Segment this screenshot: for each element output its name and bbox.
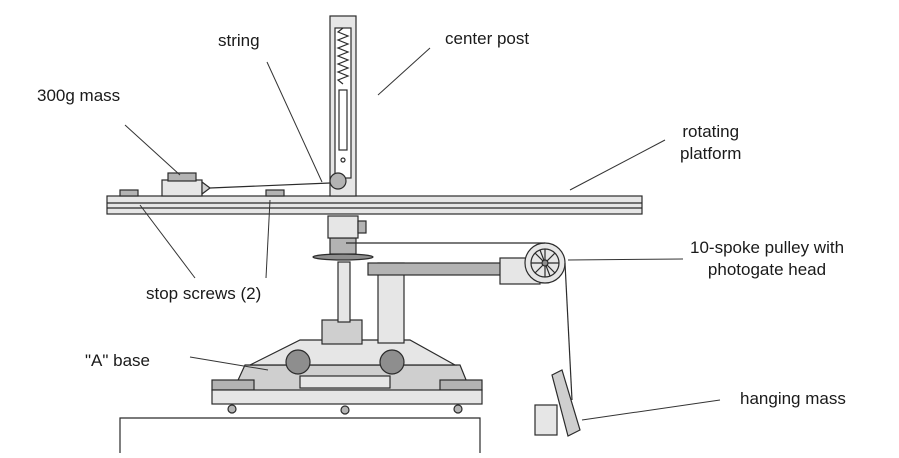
label-300g-mass: 300g mass bbox=[37, 86, 121, 105]
label-a-base: "A" base bbox=[85, 351, 150, 370]
label-rotating-platform: rotating platform bbox=[680, 121, 741, 165]
label-pulley-line2: photogate head bbox=[707, 260, 827, 279]
mass-300g bbox=[161, 172, 331, 197]
rotating-platform bbox=[106, 195, 643, 215]
leader-lines bbox=[124, 47, 721, 421]
pulley bbox=[524, 242, 566, 284]
center-post bbox=[329, 15, 357, 197]
label-hanging-mass: hanging mass bbox=[740, 389, 846, 408]
label-string: string bbox=[218, 31, 260, 50]
bench bbox=[119, 417, 481, 453]
label-rotating-platform-line1: rotating bbox=[682, 122, 740, 141]
label-rotating-platform-line2: platform bbox=[680, 144, 742, 163]
a-base bbox=[211, 339, 483, 415]
hanging-mass-assembly bbox=[346, 242, 581, 437]
label-center-post: center post bbox=[445, 29, 530, 48]
pulley-arm bbox=[367, 257, 541, 344]
label-pulley-line1: 10-spoke pulley with bbox=[690, 238, 845, 257]
shaft-assembly bbox=[312, 215, 374, 345]
label-stop-screws: stop screws (2) bbox=[146, 284, 262, 303]
stop-screws bbox=[119, 189, 285, 197]
label-pulley: 10-spoke pulley with photogate head bbox=[690, 237, 844, 281]
